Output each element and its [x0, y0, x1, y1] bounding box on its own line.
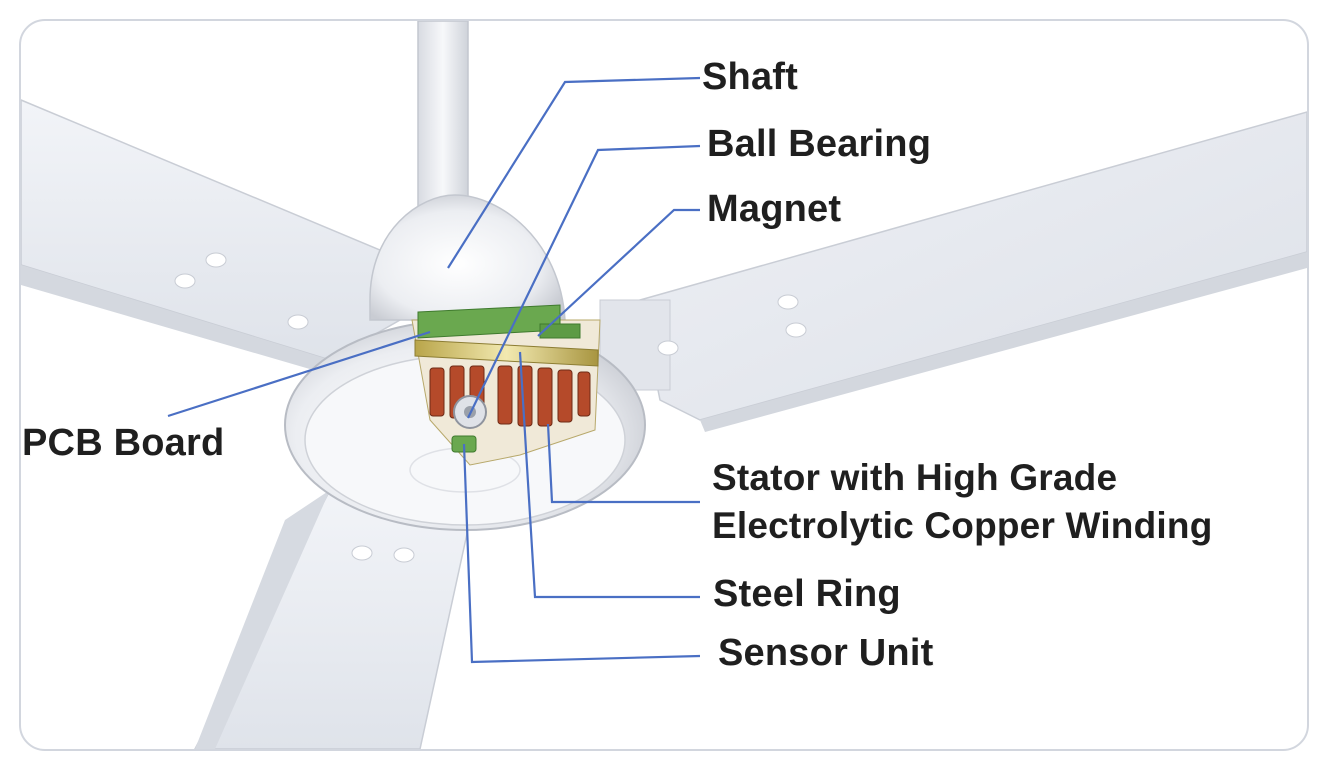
motor-cutaway — [411, 304, 601, 466]
label-pcb-board: PCB Board — [22, 422, 225, 464]
leader-steel-ring — [518, 351, 700, 599]
blade-bolt — [205, 252, 227, 268]
label-stator-line2: Electrolytic Copper Winding — [712, 505, 1213, 546]
label-steel-ring: Steel Ring — [713, 573, 901, 615]
left-blade — [21, 98, 401, 372]
label-stator-line1: Stator with High Grade — [712, 457, 1118, 498]
blade-bolt — [174, 273, 196, 289]
blade-bolt — [287, 314, 309, 330]
magnet-part — [539, 323, 581, 339]
blade-bolt — [785, 322, 807, 338]
leader-shaft — [447, 76, 701, 269]
motor-top-cover — [369, 194, 566, 321]
label-sensor-unit: Sensor Unit — [718, 632, 934, 674]
down-rod — [417, 21, 469, 212]
label-ball-bearing: Ball Bearing — [707, 123, 932, 165]
blade-bolt — [657, 340, 679, 356]
blade-bolt — [351, 545, 373, 561]
leader-lines — [167, 76, 701, 664]
blade-bolt — [393, 547, 415, 563]
label-shaft: Shaft — [702, 56, 798, 98]
right-blade — [599, 111, 1307, 432]
copper-winding — [429, 365, 591, 427]
bottom-blade — [193, 489, 471, 749]
blade-bolt — [777, 294, 799, 310]
leader-pcb-board — [167, 330, 431, 418]
leader-stator — [546, 423, 700, 504]
steel-ring-part — [414, 339, 599, 367]
leader-magnet — [537, 208, 700, 337]
leader-sensor-unit — [462, 443, 701, 664]
label-magnet: Magnet — [707, 188, 842, 230]
leader-ball-bearing — [467, 144, 701, 419]
